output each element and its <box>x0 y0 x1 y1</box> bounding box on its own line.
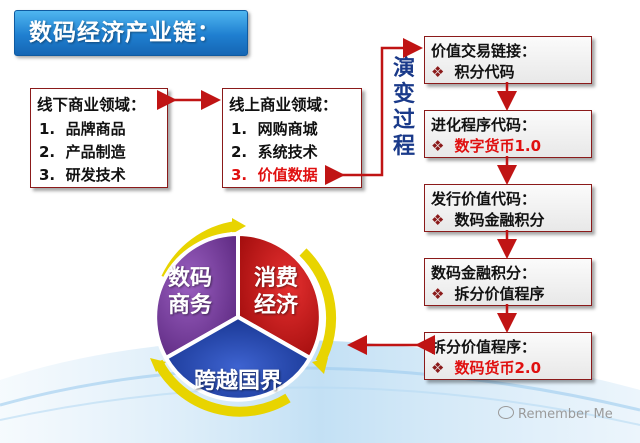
diamond-bullet-icon: ❖ <box>431 285 445 303</box>
ring-arrowhead-icon <box>312 358 328 374</box>
offline-commerce-box: 线下商业领域： 1. 品牌商品 2. 产品制造 3. 研发技术 <box>30 88 168 188</box>
value-data-link <box>325 38 423 185</box>
flow-step-1: 价值交易链接： ❖积分代码 <box>424 36 592 84</box>
flow-step-2: 进化程序代码： ❖数字货币1.0 <box>424 110 592 158</box>
online-item: 1. 网购商城 <box>231 120 318 138</box>
segment-label-right: 消费 经济 <box>253 266 298 318</box>
ring-arrowhead-icon <box>232 218 246 234</box>
diamond-bullet-icon: ❖ <box>431 359 445 377</box>
offline-item: 1. 品牌商品 <box>39 120 126 138</box>
ring-arrowhead-icon <box>150 358 166 372</box>
offline-item: 3. 研发技术 <box>39 166 126 184</box>
flow-step-3: 发行价值代码： ❖数码金融积分 <box>424 184 592 232</box>
offline-item: 2. 产品制造 <box>39 143 126 161</box>
segment-label-bottom: 跨越国界 <box>193 369 282 394</box>
flow-step-4: 数码金融积分： ❖拆分价值程序 <box>424 258 592 306</box>
page-title: 数码经济产业链： <box>29 20 221 46</box>
diamond-bullet-icon: ❖ <box>431 211 445 229</box>
diamond-bullet-icon: ❖ <box>431 63 445 81</box>
offline-header: 线下商业领域： <box>37 96 146 114</box>
watermark: Remember Me <box>498 406 613 422</box>
title-banner: 数码经济产业链： <box>14 10 248 56</box>
online-item-highlight: 3. 价值数据 <box>231 166 318 184</box>
online-header: 线上商业领域： <box>229 96 338 114</box>
diamond-bullet-icon: ❖ <box>431 137 445 155</box>
cycle-ring-arc <box>299 248 337 365</box>
segment-cross-border <box>163 314 313 402</box>
cycle-ring-arc <box>153 359 291 417</box>
segment-label-left: 数码 商务 <box>167 266 212 318</box>
wechat-icon <box>498 406 514 419</box>
online-item: 2. 系统技术 <box>231 143 318 161</box>
flow-step-5: 拆分价值程序： ❖数码货币2.0 <box>424 332 592 380</box>
cycle-diagram <box>150 218 337 417</box>
